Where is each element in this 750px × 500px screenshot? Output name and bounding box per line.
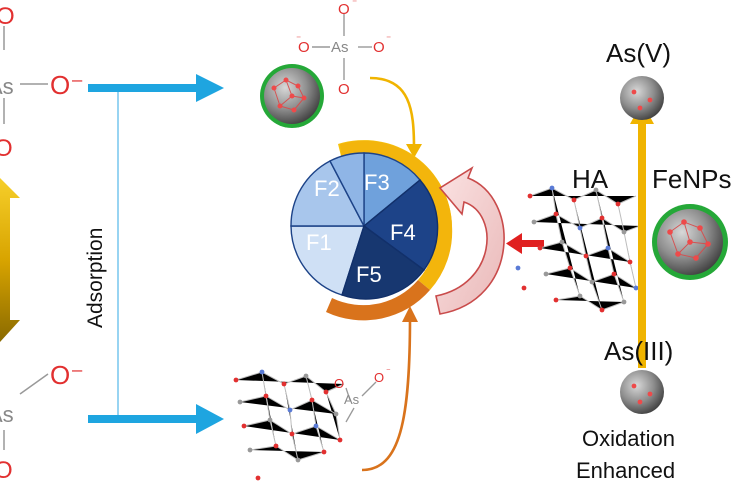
- top-oxygen-3: O: [373, 39, 385, 56]
- top-oxygen-4: O: [338, 81, 350, 98]
- pie-label-f2: F2: [314, 176, 340, 201]
- left-bottom-oxygen: O: [0, 457, 13, 484]
- left-top-oxygen: O: [0, 3, 15, 30]
- right-fenp-sphere: [652, 204, 728, 280]
- as-v-sphere: [620, 76, 664, 120]
- oxidation-label: Oxidation: [582, 426, 675, 451]
- top-oxygen-2: O: [298, 39, 310, 56]
- bottom-arsenite-molecule: O As O ⁻: [334, 366, 391, 423]
- pie-slice-f1: [290, 225, 365, 296]
- left-top-arsenic: As: [0, 74, 14, 99]
- top-oxygen-3-charge: ⁻: [386, 34, 391, 45]
- adsorption-label: Adsorption: [84, 228, 107, 328]
- right-ha-atoms: [515, 185, 639, 313]
- enhanced-label: Enhanced: [576, 458, 675, 483]
- top-oxygen-1: O: [338, 1, 350, 18]
- right-ha-network: [529, 187, 641, 311]
- bottom-oxygen-2-charge: ⁻: [386, 366, 391, 376]
- lower-blue-arrow: [88, 404, 224, 434]
- left-top-oxygen-minus: O⁻: [50, 70, 84, 100]
- red-arrow: [506, 233, 544, 254]
- bottom-ha-network: [235, 371, 345, 461]
- left-top-oxygen-bottom: O: [0, 135, 13, 162]
- left-as-v-molecule: O As O⁻ O: [0, 3, 84, 162]
- pie-label-f5: F5: [356, 262, 382, 287]
- upper-blue-arrow: [88, 74, 224, 102]
- pie-slice-f2: [290, 160, 366, 227]
- pie-slice-f3: [329, 152, 421, 228]
- top-fenp-sphere: [260, 64, 324, 128]
- left-bottom-arsenic: As: [0, 402, 14, 427]
- ha-label: HA: [572, 164, 609, 194]
- left-bottom-oxygen-minus: O⁻: [50, 360, 84, 390]
- top-oxygen-2-charge: ⁻: [296, 34, 301, 45]
- as-iii-sphere: [620, 370, 664, 414]
- top-arsenic: As: [331, 39, 349, 56]
- bottom-oxygen-1: O: [334, 376, 344, 391]
- as-v-label: As(V): [606, 38, 671, 68]
- top-arsenate-molecule: O ⁻ O ⁻ As O ⁻ O: [296, 0, 391, 98]
- bottom-oxygen-2: O: [374, 370, 384, 385]
- oxidation-arrow: [630, 102, 654, 368]
- fenps-label: FeNPs: [652, 164, 731, 194]
- pie-label-f3: F3: [364, 170, 390, 195]
- top-oxygen-1-charge: ⁻: [352, 0, 357, 9]
- bottom-ha-atoms: [233, 369, 343, 481]
- adsorption-bracket: Adsorption: [84, 74, 224, 434]
- left-double-arrow: [0, 178, 20, 342]
- orange-curve-arrow: [361, 306, 418, 472]
- bottom-arsenic: As: [344, 392, 360, 407]
- fraction-pie: F1 F2 F3 F4 F5: [290, 140, 453, 321]
- as-iii-label: As(III): [604, 336, 673, 366]
- pie-label-f1: F1: [306, 230, 332, 255]
- pie-slice-f5: [341, 224, 425, 300]
- yellow-curve-arrow: [369, 76, 422, 158]
- left-as-iii-molecule: O⁻ As O: [0, 360, 84, 484]
- pie-label-f4: F4: [390, 220, 416, 245]
- red-curl-arrow: [435, 166, 505, 315]
- pie-slice-f4: [362, 179, 439, 271]
